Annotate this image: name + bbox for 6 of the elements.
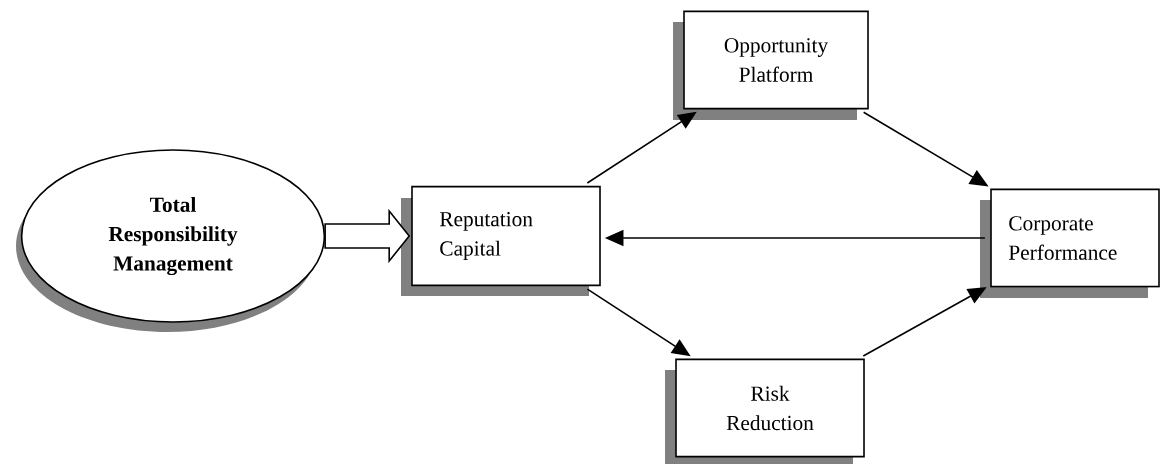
concept-box: Reputation Capital — [401, 185, 601, 296]
concept-box: Risk Reduction — [665, 358, 865, 464]
concept-box: Corporate Performance — [980, 188, 1160, 298]
concept-box: Opportunity Platform — [673, 10, 869, 120]
block-arrow — [324, 208, 411, 264]
oval-node: Total Responsibility Management — [16, 149, 326, 332]
